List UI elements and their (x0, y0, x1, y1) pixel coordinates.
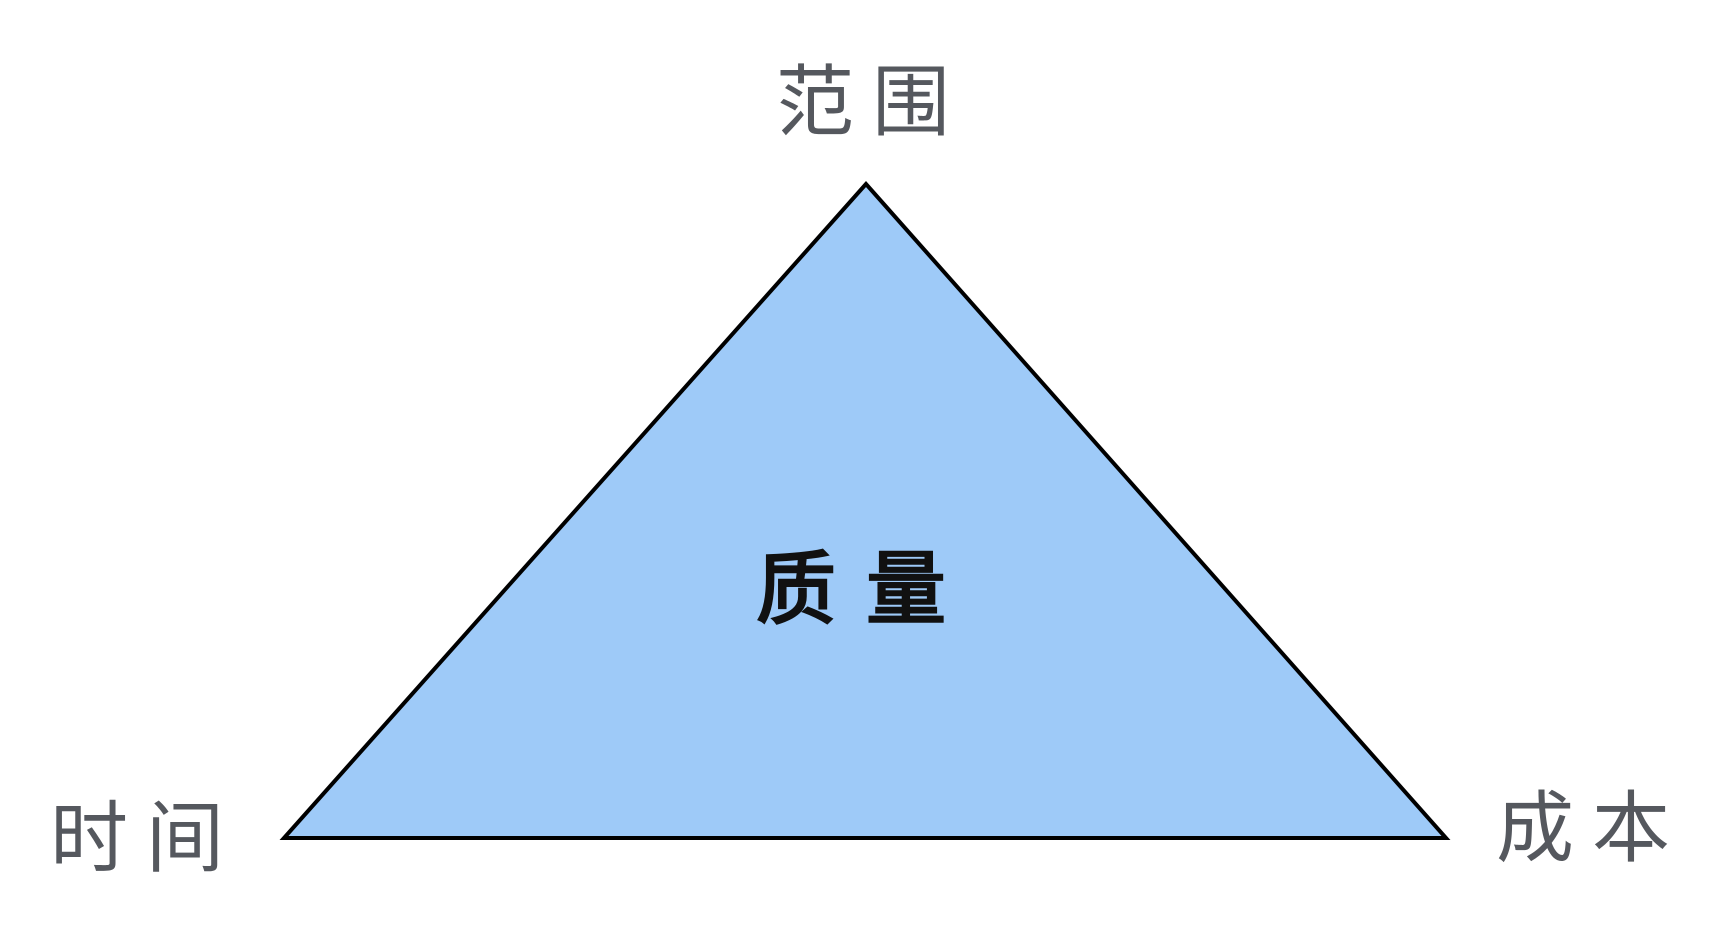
vertex-label-cost: 成本 (1496, 784, 1689, 874)
center-label-quality: 质量 (756, 543, 976, 636)
vertex-label-time: 时间 (50, 794, 243, 884)
vertex-label-scope: 范围 (776, 58, 969, 148)
